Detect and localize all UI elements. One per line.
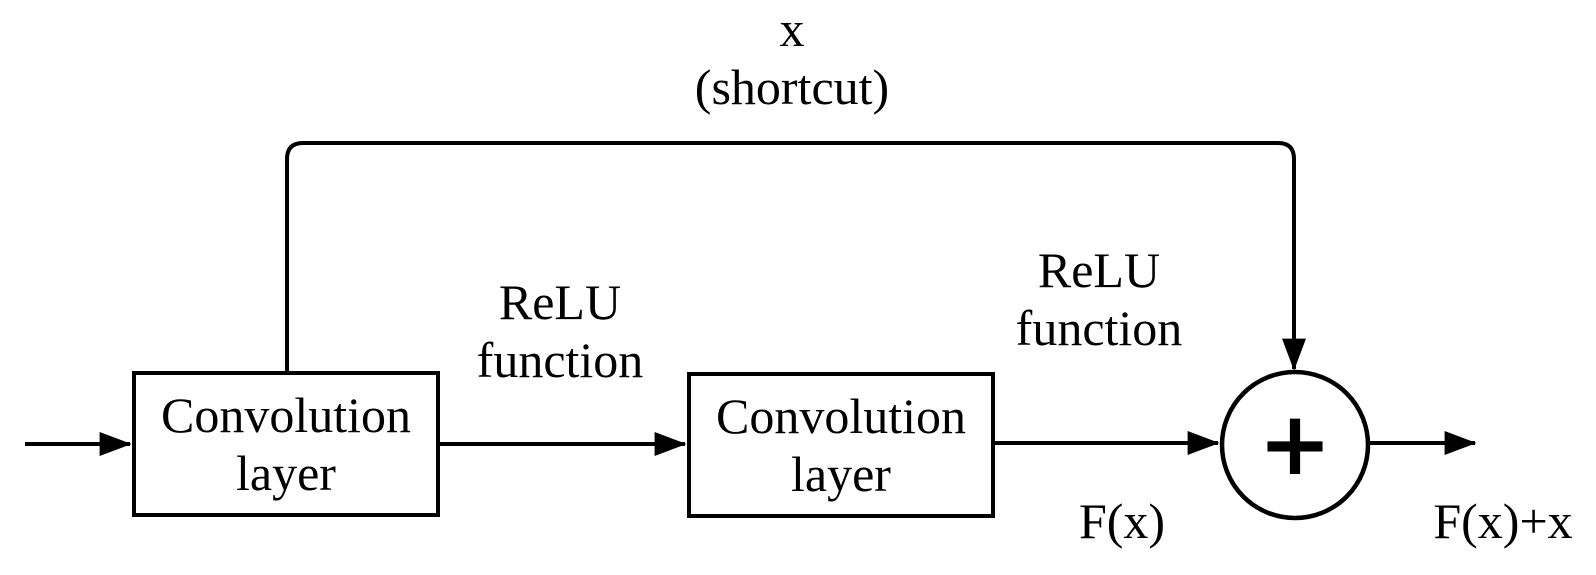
relu-label-2-line1: ReLU — [1037, 242, 1161, 298]
plus-icon: + — [1258, 392, 1332, 495]
relu-label-1: ReLU function — [410, 273, 710, 389]
conv-layer-1-box: Convolution layer — [132, 371, 440, 517]
adder-circle — [1219, 369, 1371, 521]
shortcut-path-arrow — [285, 141, 1306, 371]
relu-label-1-line1: ReLU — [498, 274, 622, 330]
shortcut-label-line2: (shortcut) — [694, 59, 890, 115]
conv-layer-1-line2: layer — [236, 445, 336, 501]
conv-layer-2-box: Convolution layer — [687, 372, 995, 518]
relu-label-2: ReLU function — [949, 241, 1249, 357]
shortcut-label: x (shortcut) — [592, 0, 992, 116]
conv-layer-1-line1: Convolution — [160, 387, 412, 443]
fx-signal-label: F(x) — [1078, 493, 1166, 549]
relu-label-1-line2: function — [476, 332, 644, 388]
conv-layer-2-line1: Convolution — [715, 388, 967, 444]
conv-layer-2-line2: layer — [791, 446, 891, 502]
shortcut-label-line1: x — [779, 1, 805, 57]
relu-label-2-line2: function — [1015, 300, 1183, 356]
output-signal-label: F(x)+x — [1433, 493, 1573, 549]
